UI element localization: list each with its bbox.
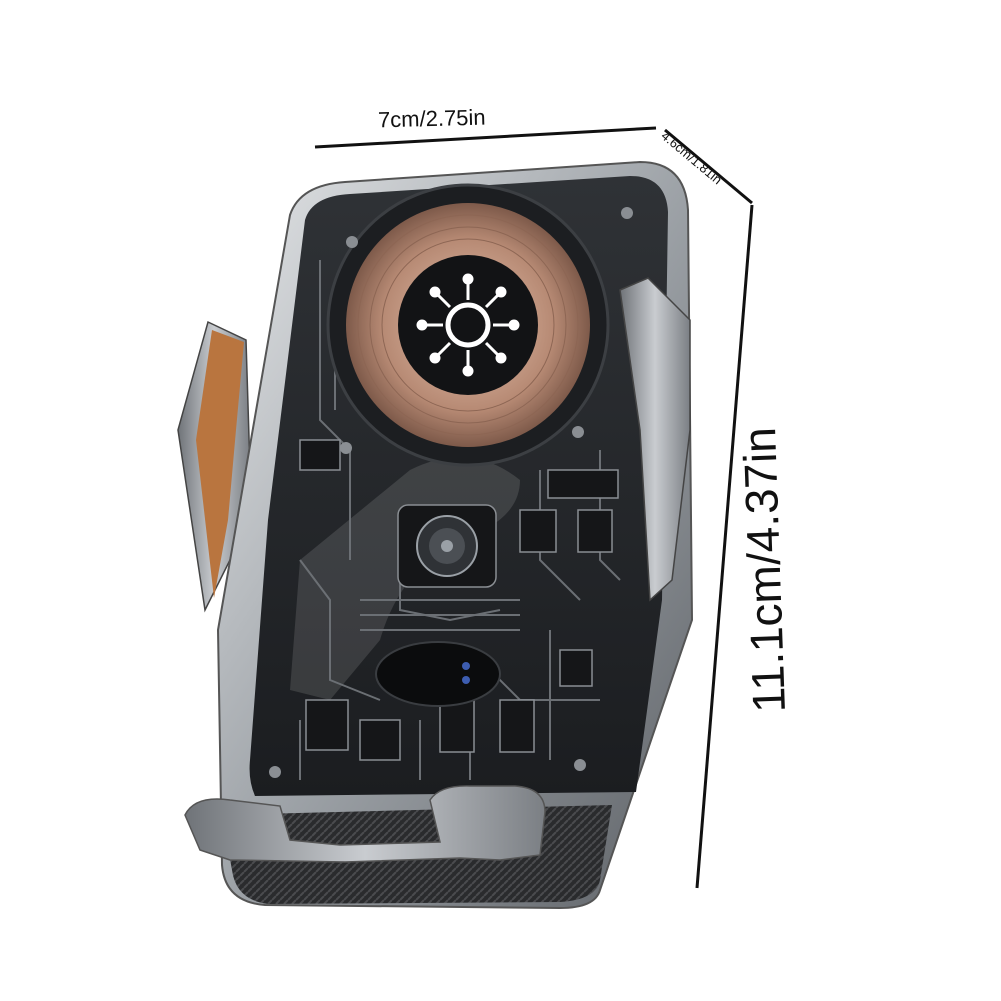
height-dimension-label: 11.1cm/4.37in xyxy=(733,426,795,714)
depth-dimension-line xyxy=(664,128,753,205)
left-clamp-arm xyxy=(177,320,251,613)
sun-logo-icon xyxy=(416,273,520,377)
fan-icon xyxy=(416,515,478,577)
arm-pad xyxy=(196,330,244,598)
width-dimension-label: 7cm/2.75in xyxy=(377,104,486,133)
bottom-support-tray xyxy=(184,785,612,904)
height-dimension-line xyxy=(695,204,754,889)
width-dimension-line xyxy=(314,126,657,149)
sensor-window xyxy=(375,641,501,707)
right-clamp-arm xyxy=(619,277,691,602)
wireless-charging-coil xyxy=(326,183,610,467)
circuit-chips xyxy=(299,439,619,761)
screws xyxy=(269,207,633,778)
